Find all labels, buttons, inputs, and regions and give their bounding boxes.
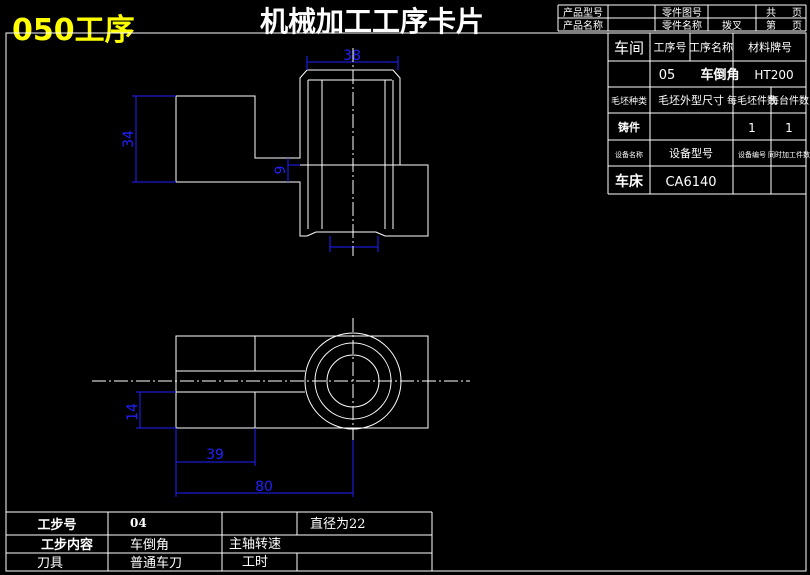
bore-circle [326, 354, 380, 408]
front-view-outline [175, 69, 429, 237]
dim-14-label: 14 [125, 403, 141, 421]
equipment-name-label: 设备名称 [615, 150, 643, 159]
part-name-label: 零件名称 [662, 19, 702, 32]
product-model-label: 产品型号 [563, 6, 603, 19]
bottom-table: 工步号 04 直径为22 工步内容 车倒角 主轴转速 刀具 普通车刀 工时 [6, 511, 433, 571]
dim-39-label: 39 [206, 447, 224, 463]
top-view-outline [175, 335, 429, 429]
workshop-label: 车间 [614, 39, 644, 57]
tool-label: 刀具 [37, 556, 63, 571]
step-no-label: 工步号 [37, 517, 76, 533]
equipment-name-value: 车床 [615, 173, 644, 190]
spindle-speed-label: 主轴转速 [229, 537, 281, 552]
part-drawing-no-label: 零件图号 [662, 7, 702, 19]
blank-size-label: 毛坯外型尺寸 [658, 93, 724, 107]
process-name-label: 工序名称 [689, 40, 733, 54]
equipment-no-label: 设备编号 [738, 150, 766, 159]
dim-38-label: 38 [343, 48, 361, 64]
pieces-per-unit-label: 每台件数 [769, 94, 809, 107]
sheet-page-label: 页 [792, 20, 802, 32]
blank-type-label: 毛坯种类 [611, 95, 647, 107]
material-value: HT200 [754, 68, 793, 82]
equipment-model-value: CA6140 [665, 175, 716, 190]
step-content-label: 工步内容 [41, 537, 93, 553]
step-content-value: 车倒角 [130, 537, 169, 553]
hub-middle-circle [314, 342, 392, 420]
bottom-table-grid [6, 511, 433, 571]
front-view-dimensions [132, 56, 399, 252]
info-table: 车间 工序号 工序名称 材料牌号 05 车倒角 HT200 毛坯种类 毛坯外型尺… [607, 33, 810, 195]
blank-pieces-label: 每毛坯件数 [727, 94, 777, 107]
info-table-grid [607, 33, 806, 195]
header: 050工序 机械加工工序卡片 产品型号 产品名称 零件图号 零件名称 拨叉 共 … [12, 4, 807, 48]
equipment-model-label: 设备型号 [669, 146, 713, 160]
blank-pieces-value: 1 [748, 121, 756, 135]
sheet-label: 第 [766, 19, 776, 32]
top-view-dimensions [136, 391, 354, 497]
center-lines [92, 48, 470, 440]
diameter-note: 直径为22 [310, 517, 366, 532]
page-label: 页 [792, 7, 802, 19]
product-name-label: 产品名称 [563, 19, 603, 32]
process-no-label: 工序号 [654, 40, 687, 54]
process-label: 050工序 [12, 13, 135, 48]
dim-34-label: 34 [121, 130, 137, 148]
hub-outer-circle [304, 332, 402, 430]
total-label: 共 [766, 7, 776, 19]
process-name-value: 车倒角 [700, 67, 739, 83]
simultaneous-label: 同时加工件数 [768, 150, 810, 159]
step-no-value: 04 [130, 516, 147, 530]
part-name-value: 拨叉 [722, 19, 742, 32]
time-label: 工时 [242, 555, 268, 570]
blank-type-value: 铸件 [618, 120, 640, 134]
tool-value: 普通车刀 [130, 555, 182, 571]
process-no-value: 05 [659, 68, 676, 83]
pieces-per-unit-value: 1 [785, 121, 793, 135]
header-grid [557, 4, 807, 32]
dim-9-label: 9 [273, 166, 289, 175]
top-view [175, 332, 429, 430]
front-view [175, 69, 429, 237]
main-frame [5, 32, 807, 572]
dim-80-label: 80 [255, 479, 273, 495]
material-label: 材料牌号 [748, 40, 792, 54]
